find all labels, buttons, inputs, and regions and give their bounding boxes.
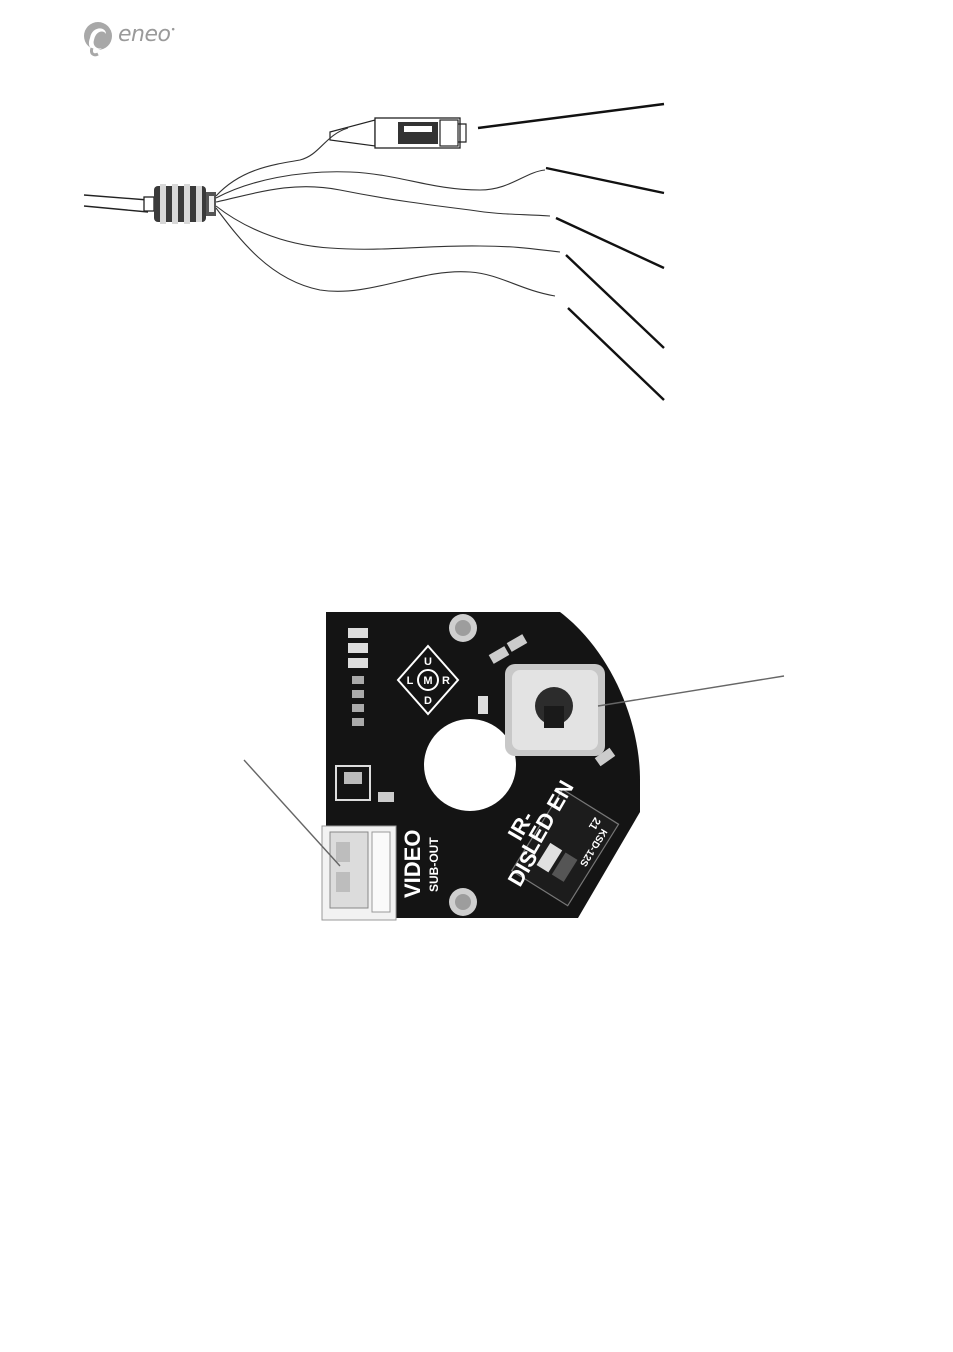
pad-right-label: R [442, 675, 450, 687]
pad-up-label: U [424, 656, 432, 668]
pcb-center-hole [424, 719, 516, 811]
logo-wordmark: eneo [118, 22, 171, 47]
video-label: VIDEO [400, 830, 425, 898]
cable-ferrule [143, 196, 155, 212]
eneo-logo-text: eneo• [118, 22, 176, 47]
main-cable-top [83, 194, 149, 201]
video-connector [321, 825, 397, 921]
pad-left-label: L [407, 675, 414, 687]
logo-mark: • [170, 25, 176, 36]
rj45-connector [329, 117, 467, 149]
main-cable-bottom [83, 205, 149, 213]
leader-connector [477, 102, 665, 130]
direction-pad-legend: U L M R D [396, 644, 460, 716]
switch-numbers-label: 21 [586, 815, 603, 832]
pad-center-label: M [423, 675, 432, 687]
joystick-button [505, 664, 605, 756]
wires [215, 127, 561, 297]
leader-lines [477, 102, 665, 401]
pcb-board: U L M R D VIDEO SUB-OUT KSD-12S 21 IR- L… [321, 612, 640, 921]
eneo-logo [80, 18, 190, 58]
leader-wire-3 [565, 254, 665, 349]
leader-video-connector [243, 759, 341, 867]
cable-grommet [154, 184, 216, 224]
leader-wire-2 [555, 216, 665, 270]
leader-wire-1 [545, 166, 665, 195]
eneo-logo-icon [84, 22, 112, 57]
pad-down-label: D [424, 695, 432, 707]
leader-wire-4 [567, 307, 665, 401]
leader-joystick [597, 675, 785, 707]
ir-led-dip-switch: KSD-12S 21 [510, 788, 620, 907]
video-sublabel: SUB-OUT [427, 837, 441, 892]
